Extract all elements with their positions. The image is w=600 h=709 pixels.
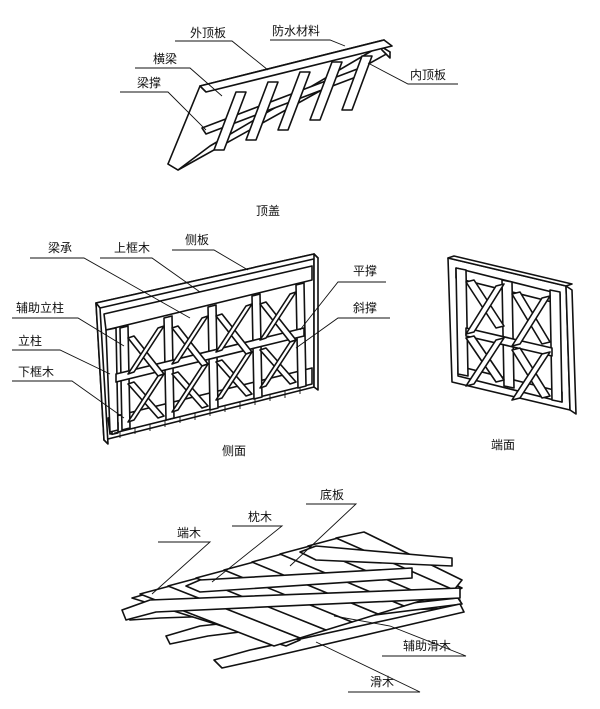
label-waterproof: 防水材料 bbox=[272, 23, 320, 38]
leader-aux-skid bbox=[333, 615, 467, 657]
end-top-edge bbox=[447, 255, 573, 287]
caption-side: 侧面 bbox=[222, 444, 246, 458]
label-crossbeam: 横梁 bbox=[153, 51, 177, 66]
roof-crossbeam bbox=[309, 61, 343, 121]
end-right-edge bbox=[565, 285, 577, 415]
leader-post bbox=[12, 349, 111, 375]
caption-end: 端面 bbox=[491, 438, 515, 452]
label-skid: 滑木 bbox=[370, 675, 394, 689]
base-sleeper bbox=[121, 587, 461, 621]
label-aux-skid: 辅助滑木 bbox=[403, 639, 451, 653]
side-top-frame bbox=[103, 265, 313, 331]
label-bottom-frame: 下框木 bbox=[18, 365, 54, 379]
roof-top-edge bbox=[199, 39, 393, 93]
leader-bottom-board bbox=[289, 503, 358, 567]
end-diagonal bbox=[465, 337, 505, 387]
end-diagonal bbox=[511, 351, 551, 401]
leader-sleeper bbox=[211, 525, 284, 583]
leader-skid bbox=[315, 641, 421, 693]
leader-crossbeam bbox=[135, 67, 223, 97]
label-end-wood: 端木 bbox=[177, 526, 201, 540]
label-outer-board: 外顶板 bbox=[190, 26, 226, 40]
base-drawing bbox=[121, 531, 465, 669]
roof-crossbeam bbox=[213, 91, 247, 151]
side-drawing bbox=[95, 253, 319, 445]
side-left-edge bbox=[95, 302, 109, 445]
label-bottom-board: 底板 bbox=[320, 487, 344, 502]
leader-inner-board bbox=[367, 62, 458, 85]
side-right-edge bbox=[313, 253, 319, 391]
leader-waterproof bbox=[270, 39, 346, 47]
leader-beam-brace bbox=[120, 91, 207, 131]
side-diagonal-braces bbox=[127, 291, 297, 423]
base-sleeper-top bbox=[185, 567, 413, 593]
roof-crossbeam bbox=[341, 55, 373, 111]
roof-crossbeam bbox=[277, 71, 311, 131]
label-top-frame: 上框木 bbox=[114, 241, 150, 255]
end-post-mid bbox=[501, 279, 515, 389]
label-post: 立柱 bbox=[18, 333, 42, 348]
end-drawing: 端面 bbox=[447, 255, 577, 452]
leader-bottom-frame bbox=[12, 380, 125, 419]
side-labels: 梁承 上框木 侧板 平撑 斜撑 辅助立柱 立柱 下框木 侧面 bbox=[12, 233, 390, 458]
label-diagonal-brace: 斜撑 bbox=[353, 300, 377, 315]
end-diagonal bbox=[511, 295, 551, 347]
base-labels: 端木 枕木 底板 辅助滑木 滑木 bbox=[151, 487, 467, 693]
side-post bbox=[105, 327, 119, 433]
leader-flat-brace bbox=[299, 281, 386, 331]
end-post-left bbox=[455, 267, 469, 377]
leader-aux-post bbox=[12, 317, 125, 347]
end-diagonal bbox=[465, 283, 505, 335]
label-sleeper: 枕木 bbox=[248, 509, 272, 524]
label-beam-brace: 梁撑 bbox=[137, 75, 161, 90]
base-skid-back bbox=[213, 603, 465, 669]
base-sleeper-top bbox=[299, 545, 453, 567]
label-inner-board: 内顶板 bbox=[410, 68, 446, 82]
end-post-right bbox=[549, 289, 563, 403]
leader-top-frame bbox=[100, 257, 201, 293]
leader-beam-support bbox=[30, 257, 191, 319]
label-aux-post: 辅助立柱 bbox=[16, 300, 64, 315]
leader-diagonal-brace bbox=[295, 317, 390, 349]
label-flat-brace: 平撑 bbox=[353, 263, 377, 278]
roof-labels: 外顶板 防水材料 横梁 梁撑 内顶板 顶盖 bbox=[120, 23, 458, 218]
caption-roof: 顶盖 bbox=[256, 204, 280, 218]
label-side-board: 侧板 bbox=[185, 233, 209, 247]
roof-crossbeam bbox=[245, 81, 279, 141]
leader-side-board bbox=[172, 249, 249, 271]
leader-end-wood bbox=[151, 541, 212, 595]
label-beam-support: 梁承 bbox=[48, 240, 72, 255]
leader-outer-board bbox=[175, 40, 269, 71]
roof-drawing bbox=[167, 39, 393, 171]
